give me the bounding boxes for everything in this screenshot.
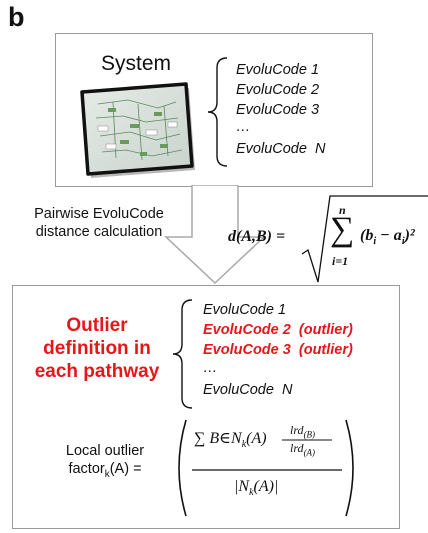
sum-term-close: )² [404,227,415,244]
system-code-item-1: EvoluCode 1 [236,62,320,78]
lof-denominator-open: |N [234,478,250,495]
outlier-heading-line-1: Outlier [66,315,128,336]
sum-term-sub-1: i [373,236,377,248]
outlier-heading-line-2: definition in [43,338,151,359]
network-thumbnail-image [80,82,195,178]
outlier-box [12,285,400,529]
lof-label: Local outlier factork(A) = [40,442,170,484]
lof-numerator: ∑ B∈Nk(A) [194,428,267,450]
system-code-item-n: EvoluCode N [236,141,326,157]
system-code-ellipsis: … [236,119,251,135]
system-code-item-2: EvoluCode 2 [236,82,320,98]
lrd-fraction-top: lrd(B) [290,423,315,439]
outlier-heading: Outlier definition in each pathway [22,314,172,383]
panel-label: b [8,2,25,32]
distance-formula-lhs: d(A,B) = [228,228,286,245]
outlier-code-item-3: EvoluCode 3 (outlier) [203,342,353,358]
lrd-bottom-text: lrd [290,441,304,455]
outlier-code-item-1: EvoluCode 1 [203,302,287,318]
lof-numerator-sub: k [241,439,247,451]
lof-formula-frame [178,419,354,517]
lrd-fraction-bottom: lrd(A) [290,441,315,457]
step-caption-line-2: distance calculation [35,224,163,240]
lof-label-prefix: factor [68,461,105,477]
lrd-bottom-sub: (A) [303,447,316,458]
lof-denominator-sub: k [249,487,254,499]
sum-term-sub-2: i [401,236,405,248]
sum-upper-limit: n [339,203,346,217]
lof-label-suffix: (A) = [109,461,142,477]
step-caption: Pairwise EvoluCode distance calculation [24,205,174,241]
sum-term: (bi − ai)² [360,227,415,247]
outlier-heading-line-3: each pathway [34,361,160,382]
system-title: System [101,52,172,75]
sum-symbol: ∑ [330,211,355,248]
step-caption-line-1: Pairwise EvoluCode [34,206,164,222]
system-brace-icon [207,57,228,167]
sqrt-radical-icon [301,195,428,283]
lof-numerator-sum: ∑ B∈N [194,430,242,447]
lrd-top-text: lrd [290,423,304,437]
system-code-item-3: EvoluCode 3 [236,102,320,118]
lrd-top-sub: (B) [303,429,316,440]
lof-label-line-1: Local outlier [65,443,145,459]
outlier-code-item-n: EvoluCode N [203,382,293,398]
sum-term-b: (b [360,227,374,244]
sum-term-minus: − a [380,227,402,244]
sum-lower-limit: i=1 [332,254,349,268]
outlier-brace-icon [172,299,193,409]
outlier-code-ellipsis: … [203,360,218,376]
lof-label-line-2: factork(A) = [40,460,170,484]
down-arrow-icon [164,185,266,285]
lof-label-sub: k [104,468,110,480]
outlier-code-item-2: EvoluCode 2 (outlier) [203,322,353,338]
lof-denominator-arg: (A)| [253,478,279,495]
lof-denominator: |Nk(A)| [234,478,278,498]
lof-numerator-arg: (A) [246,430,267,447]
